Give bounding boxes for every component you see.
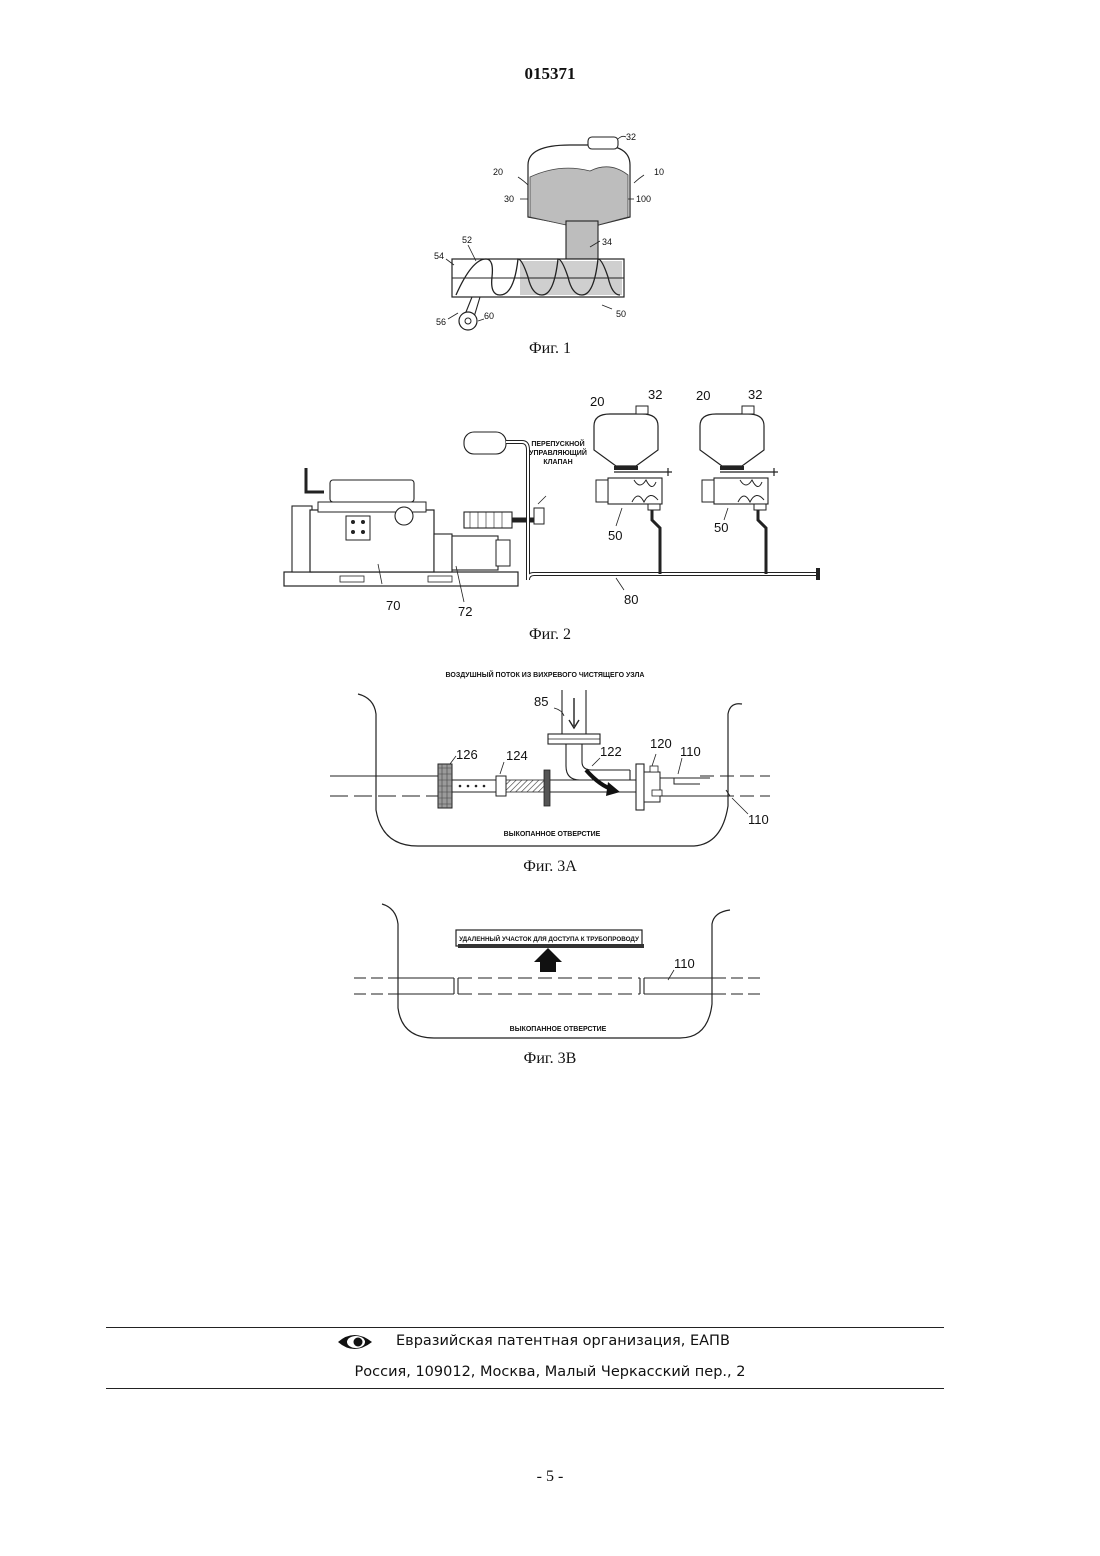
- fig1-label-60: 60: [484, 311, 494, 321]
- footer-bottom-rule: [106, 1388, 944, 1389]
- footer-org-name: Евразийская патентная организация, ЕАПВ: [396, 1333, 730, 1349]
- fig3b-removed-label: УДАЛЕННЫЙ УЧАСТОК ДЛЯ ДОСТУПА К ТРУБОПРО…: [459, 934, 639, 943]
- fig1-label-56: 56: [436, 317, 446, 327]
- fig3a-label-122: 122: [600, 744, 622, 759]
- fig3b-label-110: 110: [674, 956, 695, 971]
- page-number: - 5 -: [0, 1468, 1100, 1486]
- fig3a-label-126: 126: [456, 747, 478, 762]
- eapo-eye-logo-icon: [336, 1331, 376, 1353]
- figure-1-caption: Фиг. 1: [0, 340, 1100, 358]
- fig3a-label-124: 124: [506, 748, 528, 763]
- fig1-label-20: 20: [493, 167, 503, 177]
- document-number: 015371: [0, 64, 1100, 84]
- fig2-valve-label-line3: КЛАПАН: [543, 459, 572, 466]
- fig2-label-80: 80: [624, 592, 638, 607]
- fig1-label-30: 30: [504, 194, 514, 204]
- figure-2-caption: Фиг. 2: [0, 626, 1100, 644]
- figure-3a-caption: Фиг. 3А: [0, 858, 1100, 876]
- fig2-label-32a: 32: [648, 387, 662, 402]
- figure-3b-caption: Фиг. 3В: [0, 1050, 1100, 1068]
- footer-top-rule: [106, 1327, 944, 1328]
- figure-3b-removed-section: УДАЛЕННЫЙ УЧАСТОК ДЛЯ ДОСТУПА К ТРУБОПРО…: [354, 900, 764, 1045]
- fig3b-pit-label: ВЫКОПАННОЕ ОТВЕРСТИЕ: [510, 1026, 607, 1033]
- fig1-label-32: 32: [626, 132, 636, 142]
- figure-1-hopper-auger: 32 20 10 30 100 34 52 54 56 60 50: [420, 125, 680, 340]
- fig2-label-32b: 32: [748, 387, 762, 402]
- fig1-label-100: 100: [636, 194, 651, 204]
- figure-3a-airflow: ВОЗДУШНЫЙ ПОТОК ИЗ ВИХРЕВОГО ЧИСТЯЩЕГО У…: [330, 666, 780, 856]
- fig2-label-20a: 20: [590, 394, 604, 409]
- fig1-label-34: 34: [602, 237, 612, 247]
- fig2-label-50b: 50: [714, 520, 728, 535]
- fig2-valve-label-line1: ПЕРЕПУСКНОЙ: [531, 439, 584, 448]
- fig3a-label-110-right: 110: [748, 812, 769, 827]
- fig1-label-52: 52: [462, 235, 472, 245]
- fig2-label-50a: 50: [608, 528, 622, 543]
- fig3a-pit-label: ВЫКОПАННОЕ ОТВЕРСТИЕ: [504, 831, 601, 838]
- fig2-label-20b: 20: [696, 388, 710, 403]
- figure-2-system: ПЕРЕПУСКНОЙ УПРАВЛЯЮЩИЙ КЛАПАН 20 32 20 …: [270, 380, 830, 620]
- fig3a-label-85: 85: [534, 694, 548, 709]
- fig1-label-50: 50: [616, 309, 626, 319]
- fig1-label-54: 54: [434, 251, 444, 261]
- fig3a-label-110-top: 110: [680, 744, 701, 759]
- fig3a-label-120: 120: [650, 736, 672, 751]
- fig3a-airflow-label: ВОЗДУШНЫЙ ПОТОК ИЗ ВИХРЕВОГО ЧИСТЯЩЕГО У…: [446, 670, 645, 679]
- fig2-label-70: 70: [386, 598, 400, 613]
- fig2-valve-label-line2: УПРАВЛЯЮЩИЙ: [529, 448, 587, 457]
- fig1-label-10: 10: [654, 167, 664, 177]
- footer-address: Россия, 109012, Москва, Малый Черкасский…: [0, 1364, 1100, 1380]
- fig2-label-72: 72: [458, 604, 472, 619]
